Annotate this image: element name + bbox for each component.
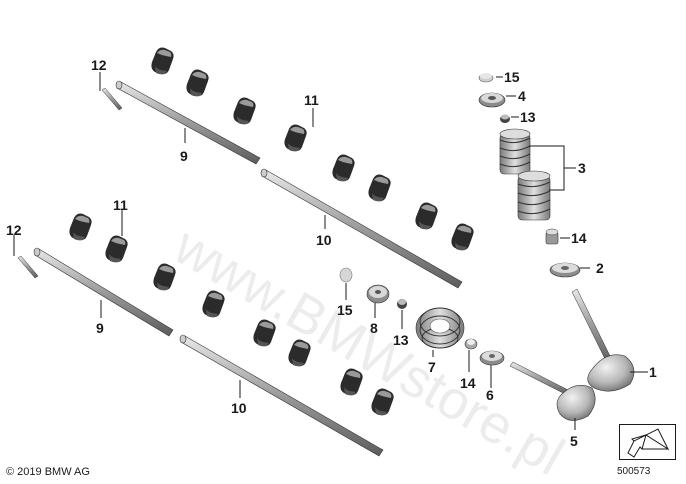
callout-13-upper: 13	[520, 109, 536, 125]
callout-4: 4	[518, 88, 526, 104]
valve-springs-3	[499, 128, 551, 221]
callout-3: 3	[578, 160, 586, 176]
valve-train-upper	[478, 73, 635, 392]
upper-rocker-shaft-10	[260, 168, 463, 289]
lower-pin-12	[17, 255, 39, 279]
upper-rocker-assembly	[101, 47, 474, 289]
callout-10-lower: 10	[231, 400, 247, 416]
exhaust-valve-5	[509, 361, 596, 421]
callout-14-lower: 14	[460, 375, 476, 391]
callout-8: 8	[370, 320, 378, 336]
callout-12-upper: 12	[91, 57, 107, 73]
lower-seal-14	[464, 338, 478, 350]
upper-rockers-11	[151, 47, 474, 251]
callout-2: 2	[596, 260, 604, 276]
callout-13-lower: 13	[393, 332, 409, 348]
lower-seal-13	[397, 299, 407, 309]
upper-seal-14	[545, 228, 559, 245]
leader-lines	[13, 72, 648, 430]
lower-spring-seat-6	[479, 350, 505, 366]
upper-pin-12	[101, 87, 123, 111]
lower-rocker-assembly	[17, 213, 394, 457]
callout-9-lower: 9	[96, 320, 104, 336]
callout-6: 6	[486, 387, 494, 403]
intake-valve-1	[571, 288, 635, 392]
callout-5: 5	[570, 433, 578, 449]
lower-rocker-shaft-10	[179, 334, 384, 457]
upper-rocker-shaft-9	[115, 80, 261, 165]
callout-10-upper: 10	[316, 232, 332, 248]
upper-seal-13	[500, 114, 510, 123]
view-direction-box	[619, 424, 676, 460]
upper-spring-retainer-4	[478, 92, 506, 108]
lower-rocker-shaft-9	[33, 247, 174, 337]
callout-1: 1	[649, 364, 657, 380]
lower-spring-retainer-8	[366, 284, 390, 304]
upper-valve-key-15	[478, 73, 494, 83]
callout-7: 7	[428, 359, 436, 375]
lower-valve-spring-7	[415, 307, 465, 349]
copyright-text: © 2019 BMW AG	[6, 466, 90, 478]
valve-spring-bottom	[517, 170, 551, 221]
callout-14-upper: 14	[571, 230, 587, 246]
callout-labels: 12 9 11 10 15 4 13 3 14 2 1 5 6 14 7 13 …	[6, 57, 657, 449]
callout-15-upper: 15	[504, 69, 520, 85]
spring-seat-2	[549, 262, 581, 278]
arrow-icon	[627, 428, 670, 458]
callout-11-lower: 11	[113, 197, 128, 213]
callout-12-lower: 12	[6, 222, 22, 238]
lower-valve-key-15	[339, 267, 353, 283]
diagram-number: 500573	[617, 466, 651, 477]
valve-train-lower	[339, 267, 596, 421]
callout-11-upper: 11	[304, 92, 319, 108]
callout-15-lower: 15	[337, 302, 353, 318]
callout-9-upper: 9	[180, 148, 188, 164]
valve-spring-top	[499, 128, 531, 175]
